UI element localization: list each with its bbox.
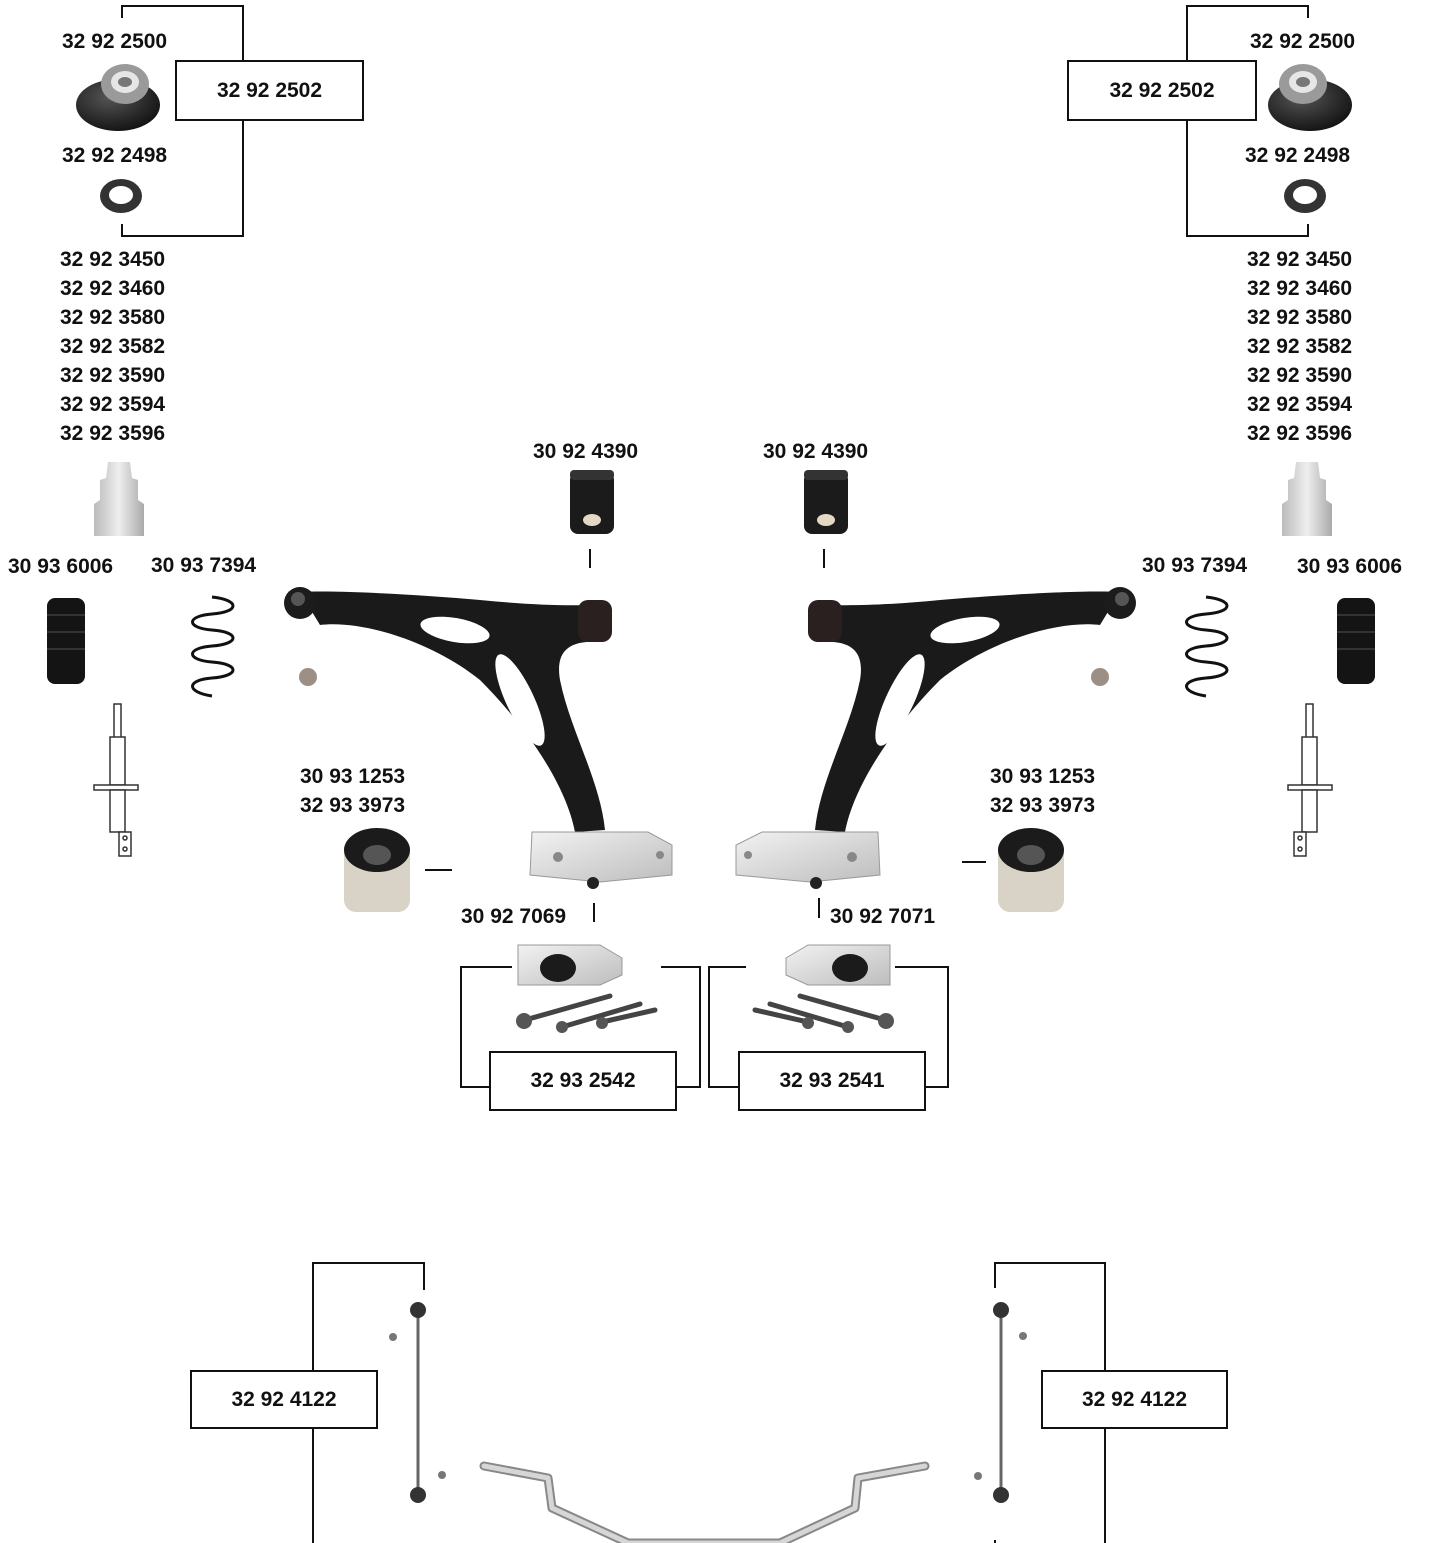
rear-bushing-numbers: 30 93 1253 32 93 3973: [990, 762, 1095, 820]
coil-spring-icon: [1187, 597, 1228, 696]
part-kit-box: 32 93 2542: [489, 1051, 677, 1111]
part-number: 32 93 3973: [300, 791, 405, 820]
part-number: 30 92 7069: [461, 906, 566, 927]
part-number: 32 92 3582: [1247, 332, 1352, 361]
part-kit-box: 32 92 2502: [1067, 60, 1257, 121]
part-number: 32 92 3460: [1247, 274, 1352, 303]
part-number: 32 92 3450: [1247, 245, 1352, 274]
part-number: 30 93 6006: [1297, 556, 1402, 577]
part-number: 32 92 2498: [62, 145, 167, 166]
part-number: 30 93 7394: [151, 555, 256, 576]
top-bushing-icon: [804, 470, 848, 568]
part-number: 32 92 3590: [60, 361, 165, 390]
part-kit-box: 32 92 4122: [190, 1370, 378, 1429]
part-kit-box: 32 93 2541: [738, 1051, 926, 1111]
arm-mount-bracket-icon: [530, 832, 672, 889]
part-kit-box: 32 92 4122: [1041, 1370, 1228, 1429]
bearing-ring-icon: [1284, 179, 1326, 213]
part-number: 30 92 7071: [830, 906, 935, 927]
shock-absorber-icon: [1288, 704, 1332, 856]
arm-mount-bracket-icon: [736, 832, 880, 889]
dust-boot-icon: [1337, 598, 1375, 684]
bearing-ring-icon: [100, 179, 142, 213]
strut-mount-icon: [1268, 64, 1352, 131]
part-number: 30 93 1253: [300, 762, 405, 791]
rear-bushing-numbers: 30 93 1253 32 93 3973: [300, 762, 405, 820]
part-number: 30 93 7394: [1142, 555, 1247, 576]
part-number: 32 92 3590: [1247, 361, 1352, 390]
bump-stop-numbers: 32 92 3450 32 92 3460 32 92 3580 32 92 3…: [1247, 245, 1352, 448]
part-number: 30 92 4390: [533, 441, 638, 462]
part-number: 32 92 3596: [1247, 419, 1352, 448]
part-number: 32 92 3582: [60, 332, 165, 361]
part-number: 32 92 2498: [1245, 145, 1350, 166]
part-number: 32 92 3460: [60, 274, 165, 303]
part-number: 32 92 3450: [60, 245, 165, 274]
part-number: 30 92 4390: [763, 441, 868, 462]
part-number: 32 92 3594: [60, 390, 165, 419]
part-number: 32 92 3596: [60, 419, 165, 448]
top-bushing-icon: [570, 470, 614, 568]
bump-stop-icon: [94, 462, 144, 536]
part-number: 30 93 1253: [990, 762, 1095, 791]
strut-mount-icon: [76, 64, 160, 131]
part-kit-box: 32 92 2502: [175, 60, 364, 121]
shock-absorber-icon: [94, 704, 138, 856]
bump-stop-numbers: 32 92 3450 32 92 3460 32 92 3580 32 92 3…: [60, 245, 165, 448]
part-number: 32 93 3973: [990, 791, 1095, 820]
bump-stop-icon: [1282, 462, 1332, 536]
part-number: 32 92 2500: [62, 31, 167, 52]
part-number: 32 92 3580: [60, 303, 165, 332]
part-number: 32 92 3594: [1247, 390, 1352, 419]
part-number: 32 92 3580: [1247, 303, 1352, 332]
rear-bushing-icon: [344, 828, 452, 912]
rear-bushing-icon: [962, 828, 1064, 912]
part-number: 30 93 6006: [8, 556, 113, 577]
stabilizer-bar-icon: [484, 1466, 925, 1543]
coil-spring-icon: [193, 597, 234, 696]
dust-boot-icon: [47, 598, 85, 684]
part-number: 32 92 2500: [1250, 31, 1355, 52]
